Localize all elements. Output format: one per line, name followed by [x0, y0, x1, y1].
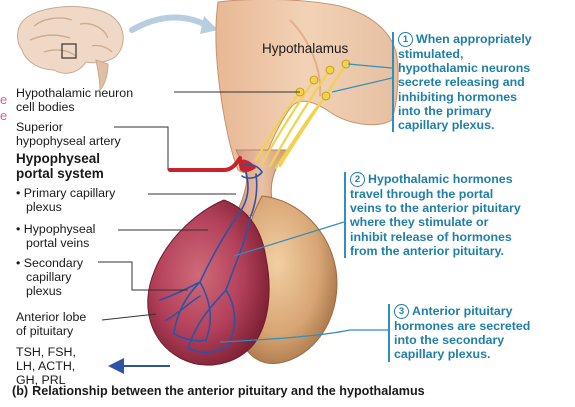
callout-line: travel through the portal — [350, 187, 521, 201]
svg-text:e: e — [0, 108, 7, 123]
callout-line: secrete releasing and — [398, 75, 532, 89]
caption-letter: (b) — [12, 384, 28, 398]
callout-line: 1When appropriately — [398, 32, 532, 47]
label-line: of pituitary — [16, 324, 86, 338]
label-line: portal system — [16, 166, 104, 181]
label-hypothalamus-text: Hypothalamus — [262, 42, 348, 56]
label-line: • Primary capillary — [16, 186, 115, 200]
label-superior-artery: Superior hypophyseal artery — [16, 120, 121, 148]
label-line: Anterior lobe — [16, 310, 86, 324]
callout-step-3: 3Anterior pituitary hormones are secrete… — [388, 304, 530, 362]
caption-text: Relationship between the anterior pituit… — [32, 384, 425, 398]
label-line: • Secondary — [16, 256, 83, 270]
callout-line: capillary plexus. — [394, 347, 530, 361]
callout-text: Anterior pituitary — [412, 304, 513, 318]
brain-inset — [18, 7, 124, 90]
callout-step-1: 1When appropriately stimulated, hypothal… — [392, 32, 532, 132]
label-hypothalamus: Hypothalamus — [262, 42, 348, 56]
callout-line: stimulated, — [398, 47, 532, 61]
callout-line: inhibit release of hormones — [350, 230, 521, 244]
zoom-arrow — [132, 17, 208, 30]
label-line: • Hypophyseal — [16, 222, 95, 236]
callout-line: where they stimulate or — [350, 215, 521, 229]
step-number-2: 2 — [350, 172, 365, 187]
label-line: hypophyseal artery — [16, 134, 121, 148]
callout-step-2: 2Hypothalamic hormones travel through th… — [344, 172, 521, 258]
label-line: TSH, FSH, — [16, 345, 76, 359]
callout-line: hypothalamic neurons — [398, 61, 532, 75]
edge-mark: e e — [0, 92, 7, 123]
label-line: cell bodies — [16, 100, 133, 114]
label-anterior-lobe: Anterior lobe of pituitary — [16, 310, 86, 338]
callout-line: hormones are secreted — [394, 319, 530, 333]
label-line: Superior — [16, 120, 121, 134]
callout-line: into the primary — [398, 104, 532, 118]
callout-line: inhibiting hormones — [398, 90, 532, 104]
figure-caption: (b) Relationship between the anterior pit… — [12, 384, 425, 398]
callout-line: veins to the anterior pituitary — [350, 201, 521, 215]
label-line: plexus — [16, 284, 83, 298]
superior-hypophyseal-artery — [170, 158, 240, 170]
label-hormones: TSH, FSH, LH, ACTH, GH, PRL — [16, 345, 76, 387]
label-line: Hypophyseal — [16, 151, 104, 166]
callout-line: capillary plexus. — [398, 118, 532, 132]
label-portal-veins: • Hypophyseal portal veins — [16, 222, 95, 250]
label-line: Hypothalamic neuron — [16, 86, 133, 100]
label-secondary-plexus: • Secondary capillary plexus — [16, 256, 83, 298]
callout-line: from the anterior pituitary. — [350, 244, 521, 258]
label-neuron-cell-bodies: Hypothalamic neuron cell bodies — [16, 86, 133, 114]
step-number-1: 1 — [398, 32, 413, 47]
label-primary-plexus: • Primary capillary plexus — [16, 186, 115, 214]
callout-text: When appropriately — [416, 32, 532, 46]
label-line: capillary — [16, 270, 83, 284]
label-portal-system: Hypophyseal portal system — [16, 151, 104, 181]
label-line: plexus — [16, 200, 115, 214]
callout-line: 2Hypothalamic hormones — [350, 172, 521, 187]
hypothalamus-tissue — [216, 0, 398, 173]
svg-text:e: e — [0, 92, 7, 107]
callout-line: 3Anterior pituitary — [394, 304, 530, 319]
callout-line: into the secondary — [394, 333, 530, 347]
callout-text: Hypothalamic hormones — [368, 172, 513, 186]
step-number-3: 3 — [394, 304, 409, 319]
label-line: portal veins — [16, 236, 95, 250]
label-line: LH, ACTH, — [16, 359, 76, 373]
